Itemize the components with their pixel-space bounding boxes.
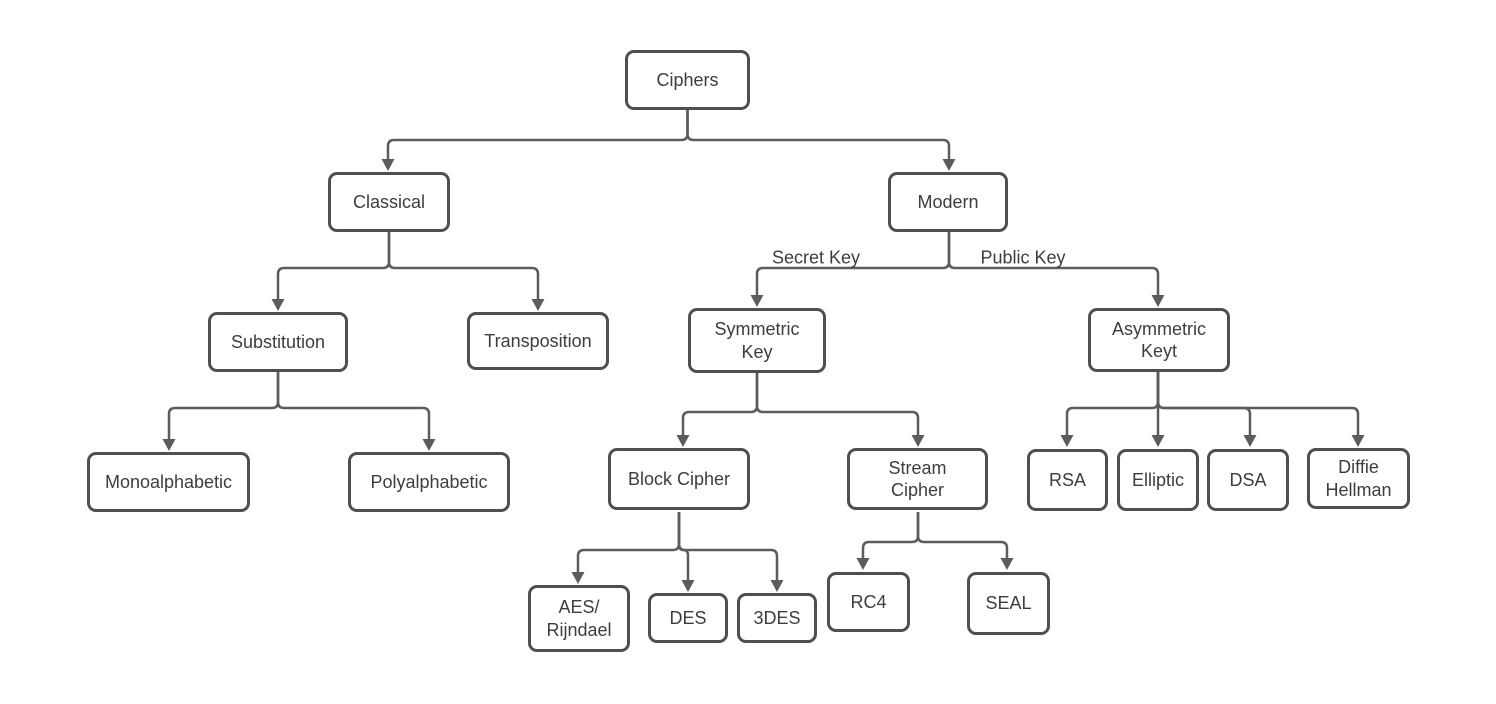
arrowhead-des <box>681 580 695 592</box>
node-substitution: Substitution <box>208 312 348 372</box>
edge-asymmetric-rsa <box>1060 372 1160 447</box>
edge-substitution-monoalphabetic <box>162 372 280 451</box>
arrowhead-dsa <box>1243 435 1257 447</box>
node-polyalphabetic: Polyalphabetic <box>348 452 510 512</box>
arrowhead-seal <box>1000 558 1014 570</box>
arrowhead-3des <box>770 580 784 592</box>
node-seal: SEAL <box>967 572 1050 635</box>
node-ciphers: Ciphers <box>625 50 750 110</box>
edge-modern-symmetric-key <box>750 232 951 307</box>
arrowhead-asymmetric-keyt <box>1151 295 1165 307</box>
edge-label-secret-key: Secret Key <box>771 247 861 268</box>
arrowhead-block-cipher <box>676 435 690 447</box>
edge-stream-seal <box>916 512 1014 570</box>
arrowhead-monoalphabetic <box>162 439 176 451</box>
node-symmetric-key: Symmetric Key <box>688 308 826 373</box>
node-stream-cipher: Stream Cipher <box>847 448 988 510</box>
node-elliptic: Elliptic <box>1117 449 1199 511</box>
node-rsa: RSA <box>1027 449 1108 511</box>
edge-block-des <box>677 512 695 592</box>
arrowhead-symmetric-key <box>750 295 764 307</box>
edge-block-aes <box>571 512 681 584</box>
edge-asymmetric-dsa <box>1156 372 1257 447</box>
edge-ciphers-classical <box>381 110 689 171</box>
node-aes-rijndael: AES/ Rijndael <box>528 585 630 652</box>
node-classical: Classical <box>328 172 450 232</box>
edge-classical-transposition <box>387 232 545 311</box>
edge-stream-rc4 <box>856 512 920 570</box>
arrowhead-transposition <box>531 299 545 311</box>
node-monoalphabetic: Monoalphabetic <box>87 452 250 512</box>
node-rc4: RC4 <box>827 572 910 632</box>
node-asymmetric-keyt: Asymmetric Keyt <box>1088 308 1230 372</box>
arrowhead-polyalphabetic <box>422 439 436 451</box>
node-modern: Modern <box>888 172 1008 232</box>
arrowhead-rc4 <box>856 558 870 570</box>
node-dsa: DSA <box>1207 449 1289 511</box>
edge-symmetric-block-cipher <box>676 373 759 447</box>
edge-label-public-key: Public Key <box>980 247 1066 268</box>
node-block-cipher: Block Cipher <box>608 448 750 510</box>
node-3des: 3DES <box>737 593 817 643</box>
edge-ciphers-modern <box>686 110 956 171</box>
edge-symmetric-stream-cipher <box>755 373 925 447</box>
arrowhead-substitution <box>271 299 285 311</box>
arrowhead-stream-cipher <box>911 435 925 447</box>
node-transposition: Transposition <box>467 312 609 370</box>
arrowhead-rsa <box>1060 435 1074 447</box>
arrowhead-classical <box>381 159 395 171</box>
arrowhead-diffie-hellman <box>1351 435 1365 447</box>
edge-modern-asymmetric-keyt <box>947 232 1165 307</box>
edge-substitution-polyalphabetic <box>276 372 436 451</box>
edge-classical-substitution <box>271 232 391 311</box>
arrowhead-elliptic <box>1151 435 1165 447</box>
arrowhead-modern <box>942 159 956 171</box>
arrowhead-aes <box>571 572 585 584</box>
edge-asymmetric-diffie-hellman <box>1156 372 1365 447</box>
node-des: DES <box>648 593 728 643</box>
node-diffie-hellman: Diffie Hellman <box>1307 448 1410 509</box>
edge-block-3des <box>677 512 784 592</box>
